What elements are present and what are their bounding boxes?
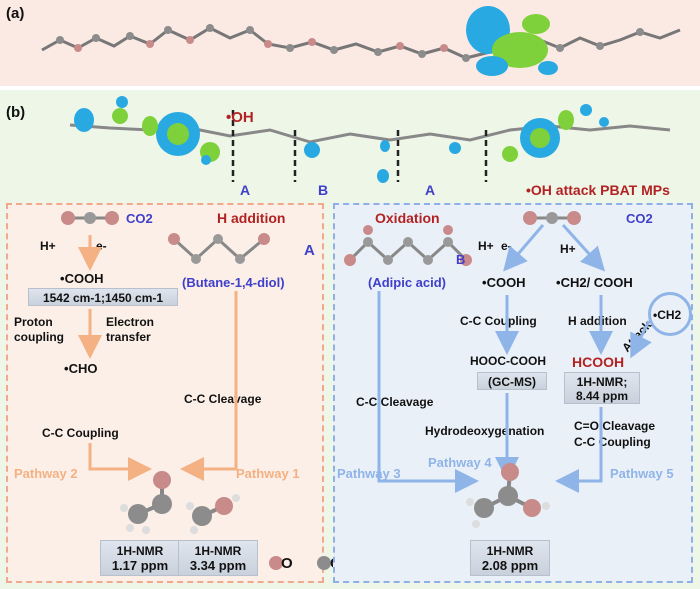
h-plus-right-2: H+ bbox=[560, 242, 576, 256]
ch2-attack-circle bbox=[648, 292, 692, 336]
acetic-acid-molecule bbox=[466, 463, 550, 528]
segment-label-a1: A bbox=[240, 182, 251, 198]
h-addition-right: H addition bbox=[568, 314, 627, 328]
pathway-4-label: Pathway 4 bbox=[428, 455, 492, 470]
pathway-2-label: Pathway 2 bbox=[14, 466, 78, 481]
segment-label-a2: A bbox=[425, 182, 436, 198]
adipic-segment-label: B bbox=[456, 252, 466, 267]
ch2-cooh-radicals: •CH2/ COOH bbox=[556, 275, 633, 290]
co2-molecule-right bbox=[523, 211, 581, 225]
cc-coupling-left: C-C Coupling bbox=[42, 426, 119, 440]
ethanol-molecule bbox=[120, 471, 172, 534]
pbat-molecule-image bbox=[41, 6, 681, 76]
co2-molecule-left bbox=[61, 211, 119, 225]
cc-cleavage-right: C-C Cleavage bbox=[356, 395, 434, 409]
hydrodeoxygenation-label: Hydrodeoxygenation bbox=[425, 424, 545, 438]
butanediol-label: (Butane-1,4-diol) bbox=[182, 275, 285, 290]
co-cleavage-label: C=O Cleavage bbox=[574, 419, 656, 433]
co2-label-right: CO2 bbox=[626, 211, 653, 226]
left-arrows bbox=[78, 235, 238, 481]
gcms-badge: (GC-MS) bbox=[477, 372, 547, 390]
methanol-molecule bbox=[186, 494, 240, 534]
hcooh-label: HCOOH bbox=[572, 354, 625, 370]
adipic-acid-molecule bbox=[344, 225, 472, 266]
electron-transfer-label: Electron transfer bbox=[106, 315, 155, 344]
wavenumber-badge: 1542 cm-1;1450 cm-1 bbox=[28, 288, 178, 306]
proton-coupling-label: Proton coupling bbox=[14, 315, 64, 344]
cc-cleavage-left: C-C Cleavage bbox=[184, 392, 262, 406]
adipic-acid-label: (Adipic acid) bbox=[368, 275, 447, 290]
oxalic-acid-label: HOOC-COOH bbox=[470, 354, 546, 368]
pathway-5-label: Pathway 5 bbox=[610, 466, 674, 481]
pathway-3-label: Pathway 3 bbox=[337, 466, 401, 481]
legend-o: O bbox=[281, 555, 293, 572]
e-minus-left: e- bbox=[96, 239, 107, 253]
oh-radical-label: •OH bbox=[226, 109, 254, 126]
panel-a-label: (a) bbox=[6, 5, 25, 22]
cc-coupling-right: C-C Coupling bbox=[460, 314, 537, 328]
ch2-circle-label: •CH2 bbox=[653, 308, 682, 322]
h-addition-label-left: H addition bbox=[217, 210, 286, 226]
cc-coupling2-label: C-C Coupling bbox=[574, 435, 651, 449]
cho-radical: •CHO bbox=[64, 361, 98, 376]
co2-label-left: CO2 bbox=[126, 211, 153, 226]
oh-attack-label: •OH attack PBAT MPs bbox=[526, 182, 670, 198]
pathway-1-label: Pathway 1 bbox=[236, 466, 300, 481]
oxidation-label: Oxidation bbox=[375, 210, 440, 226]
cooh-radical-right: •COOH bbox=[482, 275, 526, 290]
butanediol-segment-label: A bbox=[304, 242, 315, 259]
h-plus-right-1: H+ bbox=[478, 239, 494, 253]
pbat-orbital-image bbox=[69, 96, 671, 183]
h-plus-left: H+ bbox=[40, 239, 56, 253]
hcooh-nmr-badge: 1H-NMR;8.44 ppm bbox=[564, 372, 640, 404]
segment-label-b: B bbox=[318, 182, 329, 198]
cooh-radical-left: •COOH bbox=[60, 271, 104, 286]
butanediol-molecule bbox=[168, 233, 270, 264]
left-pathway-box bbox=[6, 203, 324, 583]
panel-b-label: (b) bbox=[6, 104, 26, 121]
right-arrows bbox=[377, 223, 652, 493]
